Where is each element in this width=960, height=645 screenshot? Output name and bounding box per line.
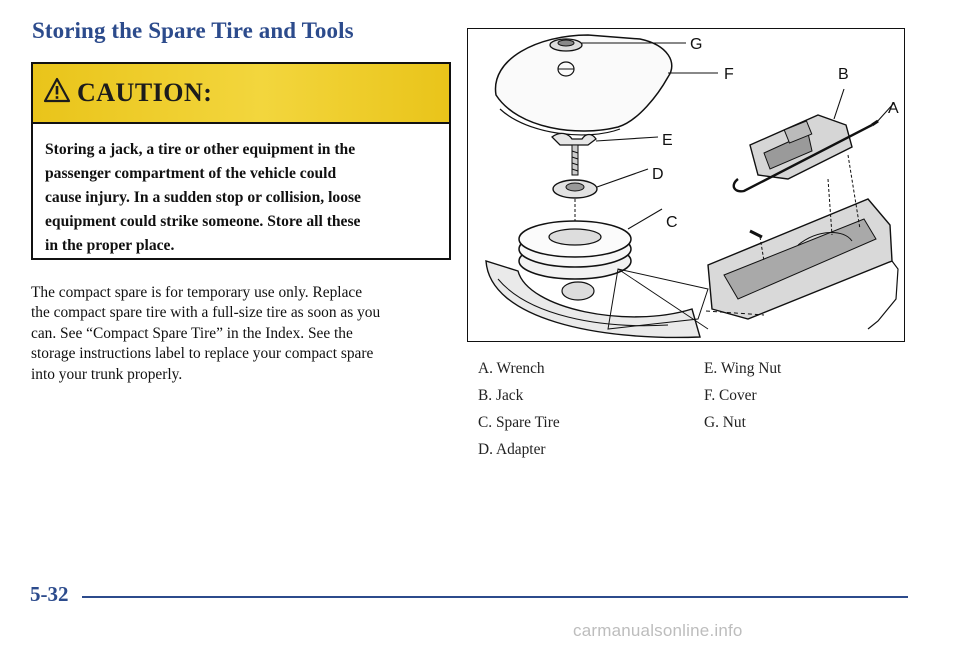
- footer-rule: [82, 596, 908, 598]
- trunk-well-shape: [485, 260, 701, 339]
- section-heading: Storing the Spare Tire and Tools: [32, 18, 354, 43]
- caution-line: cause injury. In a sudden stop or collis…: [45, 189, 361, 206]
- body-line: can. See “Compact Spare Tire” in the Ind…: [31, 324, 353, 342]
- body-paragraph: The compact spare is for temporary use o…: [31, 283, 451, 385]
- callout-label: A: [888, 100, 899, 117]
- spare-tire-illustration: G F B A E D C: [467, 28, 905, 342]
- warning-triangle-icon: [43, 77, 71, 103]
- callout-label: D: [652, 166, 664, 183]
- callout-label: G: [690, 36, 702, 53]
- legend-item-wing-nut: E. Wing Nut: [704, 360, 782, 377]
- caution-box: CAUTION: Storing a jack, a tire or other…: [31, 62, 451, 260]
- body-line: into your trunk properly.: [31, 365, 183, 383]
- wrench-shape: [732, 123, 873, 193]
- callout-label: B: [838, 66, 849, 83]
- callout-label: E: [662, 132, 673, 149]
- legend-item-nut: G. Nut: [704, 414, 746, 431]
- legend-item-adapter: D. Adapter: [478, 441, 546, 458]
- callout-label: C: [666, 214, 678, 231]
- wing-nut-shape: [551, 132, 597, 146]
- legend-item-spare-tire: C. Spare Tire: [478, 414, 560, 431]
- legend-item-wrench: A. Wrench: [478, 360, 545, 377]
- body-line: storage instructions label to replace yo…: [31, 345, 374, 363]
- legend-item-cover: F. Cover: [704, 387, 757, 404]
- body-line: The compact spare is for temporary use o…: [31, 284, 363, 301]
- legend-item-jack: B. Jack: [478, 387, 524, 404]
- caution-title: CAUTION:: [77, 78, 213, 107]
- caution-line: in the proper place.: [45, 237, 175, 254]
- caution-text: Storing a jack, a tire or other equipmen…: [45, 138, 437, 258]
- caution-line: equipment could strike someone. Store al…: [45, 213, 361, 230]
- caution-line: Storing a jack, a tire or other equipmen…: [45, 141, 356, 158]
- caution-banner: CAUTION:: [33, 64, 449, 124]
- callout-label: F: [724, 66, 734, 83]
- illustration-drawing: G F B A E D C: [485, 34, 899, 339]
- caution-line: passenger compartment of the vehicle cou…: [45, 165, 337, 182]
- watermark-text: carmanualsonline.info: [573, 621, 743, 640]
- body-line: the compact spare tire with a full-size …: [31, 304, 381, 322]
- cover-shape: [494, 34, 673, 132]
- page-number: 5-32: [30, 582, 69, 606]
